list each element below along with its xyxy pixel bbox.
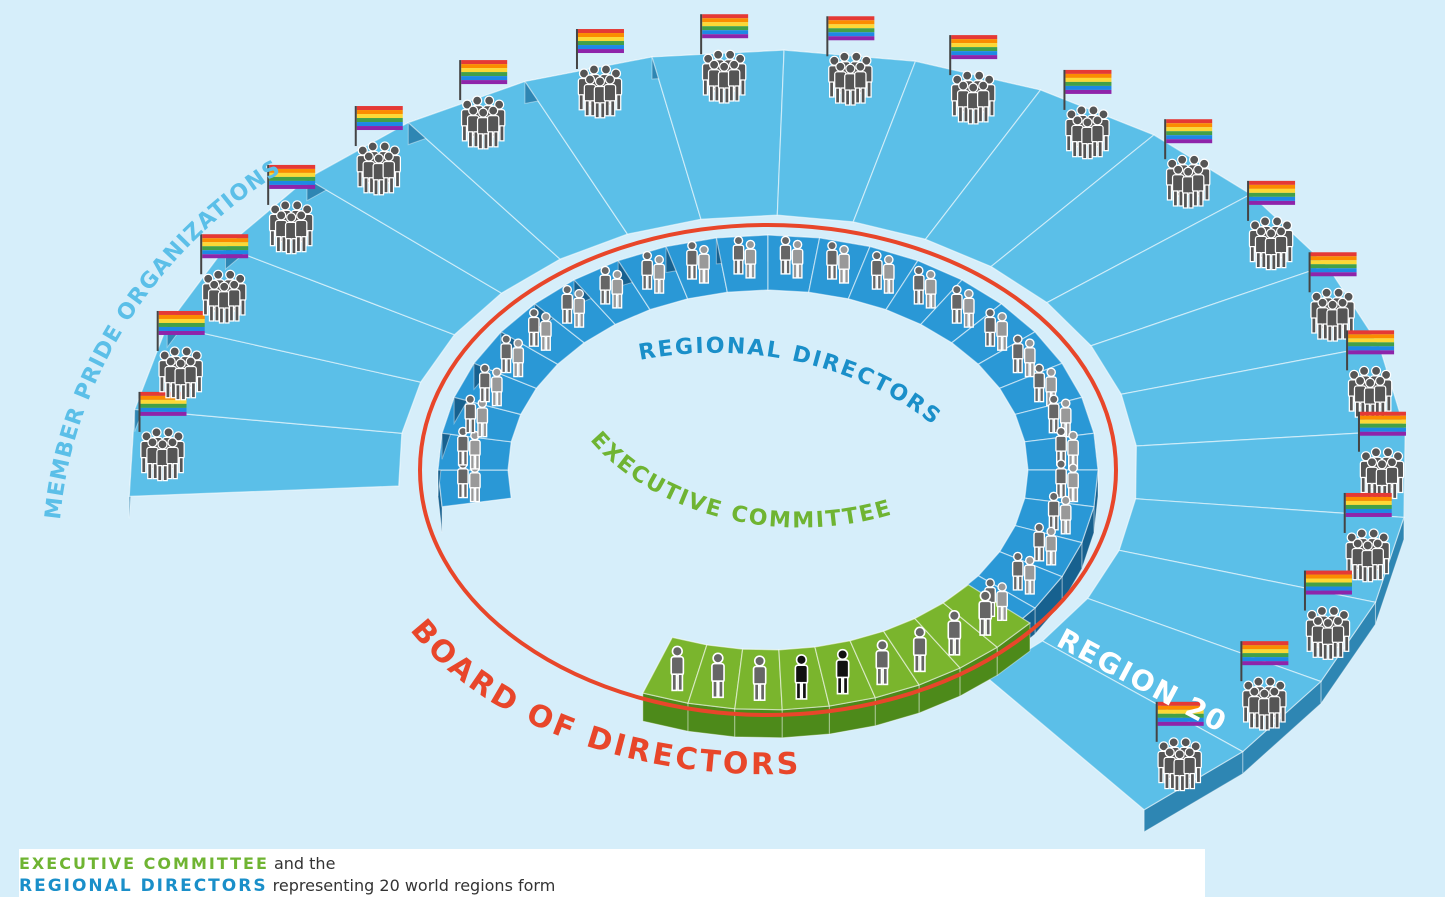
caption-executive-committee: EXECUTIVE COMMITTEE: [19, 854, 269, 873]
person-icon: [698, 244, 710, 284]
person-icon: [835, 648, 850, 695]
person-icon: [1067, 463, 1079, 503]
person-icon: [1023, 555, 1036, 595]
executive-committee-label: EXECUTIVE COMMITTEE: [585, 427, 895, 533]
person-icon: [950, 284, 963, 324]
segments-layer: [128, 49, 1406, 833]
person-icon: [561, 284, 574, 324]
person-icon: [1011, 334, 1024, 374]
rainbow-flag-icon: [1346, 330, 1395, 371]
person-icon: [794, 654, 809, 700]
person-icon: [711, 652, 725, 699]
person-icon: [641, 250, 654, 290]
rainbow-flag-icon: [1164, 119, 1213, 160]
rainbow-flag-icon: [1343, 492, 1392, 533]
person-icon: [1011, 551, 1024, 591]
person-icon: [744, 239, 757, 279]
person-icon: [924, 269, 937, 309]
rainbow-flag-icon: [1303, 570, 1352, 611]
person-icon: [490, 367, 503, 407]
regional-directors-label: REGIONAL DIRECTORS: [637, 334, 946, 431]
person-icon: [826, 240, 838, 280]
person-icon: [540, 311, 552, 351]
rainbow-flag-icon: [1357, 411, 1406, 452]
person-icon: [791, 239, 804, 279]
person-icon: [1033, 363, 1046, 403]
rainbow-flag-icon: [200, 234, 249, 275]
person-icon: [996, 582, 1008, 622]
rainbow-flag-icon: [826, 16, 875, 57]
rainbow-flag-icon: [1240, 641, 1289, 682]
person-icon: [512, 338, 525, 378]
rainbow-flag-icon: [575, 29, 624, 70]
icons-layer: [138, 14, 1406, 792]
caption-line-2: REGIONAL DIRECTORS representing 20 world…: [19, 875, 1199, 897]
rainbow-flag-icon: [459, 60, 508, 101]
person-icon: [464, 394, 477, 434]
person-icon: [947, 610, 962, 656]
person-icon: [875, 639, 890, 686]
rainbow-flag-icon: [1247, 180, 1296, 221]
person-icon: [528, 307, 540, 347]
person-icon: [912, 265, 925, 305]
person-icon: [1033, 522, 1046, 562]
person-icon: [996, 311, 1008, 351]
person-icon: [1047, 394, 1060, 434]
person-icon: [611, 269, 624, 309]
caption: EXECUTIVE COMMITTEE and the REGIONAL DIR…: [19, 849, 1205, 897]
person-icon: [1045, 526, 1058, 566]
rainbow-flag-icon: [354, 106, 403, 147]
person-icon: [984, 307, 996, 347]
rainbow-flag-icon: [138, 391, 187, 432]
person-icon: [882, 254, 895, 294]
person-icon: [1055, 426, 1067, 466]
person-icon: [1059, 495, 1072, 535]
person-icon: [779, 235, 792, 275]
person-icon: [469, 463, 481, 503]
person-icon: [978, 590, 993, 636]
caption-line-2-rest: representing 20 world regions form: [267, 876, 556, 895]
person-icon: [670, 645, 685, 692]
caption-line-1-rest: and the: [268, 854, 336, 873]
person-icon: [912, 626, 927, 673]
rainbow-flag-icon: [700, 14, 749, 55]
person-icon: [1055, 459, 1067, 499]
person-icon: [599, 265, 612, 305]
rainbow-flag-icon: [156, 310, 205, 351]
person-icon: [870, 250, 883, 290]
person-icon: [1047, 491, 1060, 531]
rainbow-flag-icon: [949, 35, 998, 76]
caption-regional-directors: REGIONAL DIRECTORS: [19, 876, 268, 896]
person-icon: [500, 334, 513, 374]
person-icon: [686, 240, 698, 280]
board-ring: [418, 223, 1118, 717]
person-icon: [752, 655, 767, 701]
person-icon: [478, 363, 491, 403]
rainbow-flag-icon: [1063, 69, 1112, 110]
rainbow-flag-icon: [267, 164, 316, 205]
person-icon: [573, 288, 586, 328]
caption-line-1: EXECUTIVE COMMITTEE and the: [19, 853, 1199, 875]
person-icon: [1067, 430, 1079, 470]
person-icon: [653, 254, 666, 294]
person-icon: [1023, 338, 1036, 378]
rainbow-flag-icon: [1308, 252, 1357, 293]
person-icon: [732, 235, 745, 275]
person-icon: [476, 398, 489, 438]
person-icon: [457, 459, 469, 499]
person-icon: [838, 244, 850, 284]
rainbow-flag-icon: [1155, 701, 1204, 742]
person-icon: [962, 288, 975, 328]
